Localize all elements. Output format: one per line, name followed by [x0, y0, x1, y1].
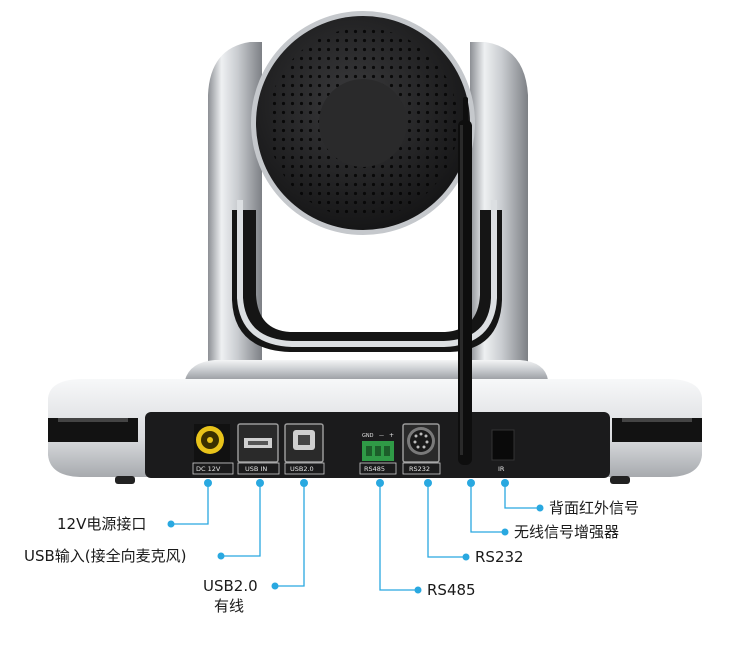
callout-usb20-line1: USB2.0 — [203, 577, 258, 595]
dc-jack-icon — [194, 424, 230, 462]
leader-dots — [167, 479, 544, 594]
antenna-icon — [458, 97, 472, 465]
callout-antenna: 无线信号增强器 — [514, 523, 620, 541]
port-label-plus: + — [389, 432, 394, 439]
port-label-rs485: RS485 — [364, 465, 385, 473]
port-label-gnd: GND — [362, 433, 374, 439]
leader-lines — [171, 483, 540, 591]
port-label-rs232: RS232 — [409, 465, 430, 473]
callout-usb-in: USB输入(接全向麦克风) — [24, 547, 187, 565]
port-label-minus: — — [379, 433, 384, 439]
ir-sensor-icon — [491, 429, 515, 461]
mini-din-port-icon — [402, 423, 440, 463]
terminal-block-icon — [362, 441, 394, 461]
port-label-dc: DC 12V — [196, 465, 221, 473]
port-label-ir: IR — [498, 465, 505, 473]
port-label-usb20: USB2.0 — [290, 465, 314, 473]
callout-rs485: RS485 — [427, 581, 476, 599]
callout-usb20-line2: 有线 — [214, 597, 245, 615]
port-label-usb-in: USB IN — [245, 465, 267, 473]
usb-b-port-icon — [284, 423, 324, 463]
callout-rs232: RS232 — [475, 548, 524, 566]
callout-ir: 背面红外信号 — [549, 499, 640, 517]
callout-dc12v: 12V电源接口 — [57, 515, 147, 533]
usb-a-port-icon — [237, 423, 279, 463]
